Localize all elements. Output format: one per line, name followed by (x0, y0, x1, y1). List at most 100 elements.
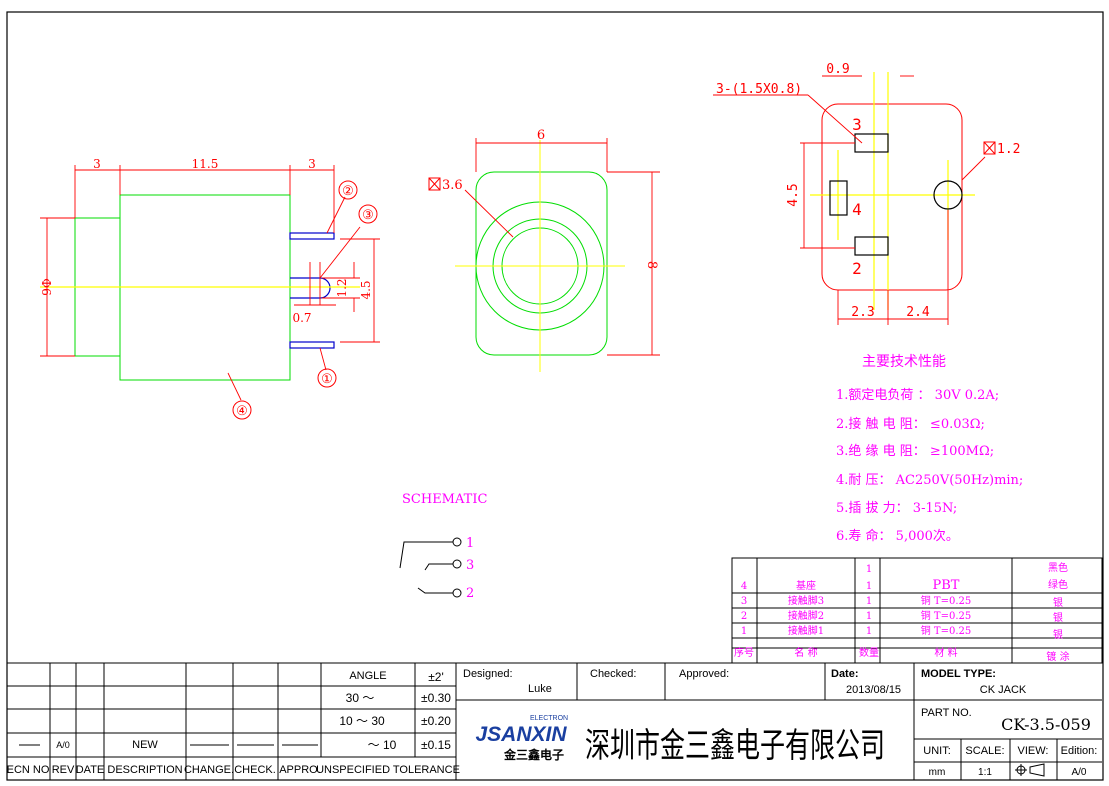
pin-3-pad (854, 133, 889, 153)
pin-label-2: 2 (852, 259, 862, 278)
angle-tolerance: ±2' (428, 670, 444, 684)
company-logo: ELECTRON JSANXIN 金三鑫电子 (475, 715, 568, 762)
bom-header-plating: 镀 涂 (1046, 650, 1069, 663)
dim-pin-23: 2.3 (851, 305, 874, 320)
pin-3-side (290, 277, 331, 299)
callout-circle-4 (232, 400, 252, 420)
callout-1: ① (321, 372, 333, 387)
tol-value: ±0.15 (421, 738, 451, 752)
spec-item: 3.绝 缘 电 阻： ≥100MΩ; (836, 443, 994, 459)
bom-plating: 银 (1053, 596, 1063, 609)
schematic-pin-2: 2 (466, 586, 474, 601)
callout-circle-2 (338, 180, 358, 200)
bom-header-qty: 数量 (859, 646, 879, 659)
dim-pin-top: 0.9 (826, 62, 849, 77)
specs: 主要技术性能 1.额定电负荷 ： 30V 0.2A; 2.接 触 电 阻： ≤0… (836, 354, 1023, 544)
front-view: 6 8 3.6 (428, 128, 660, 372)
rev-header: APPRO. (279, 764, 321, 776)
logo-cn: 金三鑫电子 (503, 747, 564, 762)
model-type: CK JACK (980, 684, 1027, 696)
callout-circle-1 (317, 368, 337, 388)
dim-side-12: 1.2 (335, 278, 349, 297)
tol-value: ±0.30 (421, 691, 451, 705)
projection-view-icon (1015, 763, 1045, 777)
bom-name: 基座 (796, 579, 816, 592)
unit-value: mm (929, 767, 946, 778)
rev-header: DATE (76, 764, 105, 776)
pin-2-pad (854, 236, 889, 256)
dim-side-left: 3 (93, 157, 101, 171)
bom-no: 1 (741, 626, 747, 637)
schematic-pin-3: 3 (466, 558, 474, 573)
unit-label: UNIT: (923, 745, 951, 757)
edition-value: A/0 (1071, 767, 1086, 778)
bom-header-material: 材 料 (934, 646, 957, 659)
edition-label: Edition: (1061, 745, 1098, 757)
part-no: CK-3.5-059 (1001, 715, 1091, 734)
rev-header: DESCRIPTION (107, 764, 182, 776)
bom-material: 铜 T=0.25 (921, 595, 972, 607)
date-value: 2013/08/15 (846, 684, 901, 696)
sheet-border (6, 11, 1104, 781)
angle-label: ANGLE (349, 670, 386, 682)
callout-3: ③ (362, 208, 374, 223)
bom-plating: 银 (1053, 611, 1063, 624)
side-view: 3 11.5 3 Φ6 0.7 1.2 4.5 ② ③ ① ④ (39, 157, 380, 420)
bom-name: 接触脚1 (788, 624, 824, 637)
tol-range: 10 ～ 30 (339, 714, 385, 728)
dim-side-dia: Φ6 (39, 278, 53, 295)
bom-name: 接触脚2 (788, 609, 824, 622)
scale-value: 1:1 (978, 767, 992, 778)
rev-header: REV (52, 764, 75, 776)
bom-no: 2 (741, 611, 747, 622)
pin-1-side (289, 341, 335, 349)
specs-title: 主要技术性能 (862, 354, 946, 370)
bom-header-no: 序号 (734, 646, 754, 659)
model-type-label: MODEL TYPE: (921, 668, 996, 680)
designed-label: Designed: (463, 668, 513, 680)
approved-label: Approved: (679, 668, 729, 680)
dim-front-hole: 3.6 (442, 178, 463, 193)
bom-name: 接触脚3 (788, 594, 824, 607)
bom-no: 3 (741, 596, 747, 607)
dim-side-07: 0.7 (292, 311, 311, 325)
pin-4-pad (829, 180, 848, 216)
company-name: 深圳市金三鑫电子有限公司 (585, 726, 885, 766)
mount-hole (933, 180, 963, 210)
dim-pin-45: 4.5 (786, 183, 801, 206)
part-no-label: PART NO. (921, 707, 972, 719)
callout-4: ④ (236, 404, 248, 419)
bom-plating: 绿色 (1048, 578, 1068, 591)
bom-plating: 黑色 (1048, 561, 1068, 574)
rev-header: ECN NO (7, 764, 50, 776)
logo-main: JSANXIN (475, 723, 567, 746)
callout-2: ② (342, 184, 354, 199)
dim-front-width: 6 (537, 128, 545, 143)
scale-label: SCALE: (965, 745, 1004, 757)
dim-front-height: 8 (644, 261, 659, 269)
bom-no: 4 (741, 581, 747, 592)
dim-side-right: 3 (308, 157, 316, 171)
rev-header: CHECK. (234, 764, 276, 776)
bom-material: PBT (933, 578, 960, 593)
checked-label: Checked: (590, 668, 636, 680)
dim-pin-24: 2.4 (906, 305, 930, 320)
schematic-title: SCHEMATIC (402, 492, 487, 507)
rev-header: CHANGE. (184, 764, 234, 776)
title-block: Designed: Luke Checked: Approved: Date: … (456, 663, 1102, 780)
date-label: Date: (831, 668, 859, 680)
view-label: VIEW: (1018, 745, 1049, 757)
designed-by: Luke (528, 683, 552, 695)
tolerance-title: UNSPECIFIED TOLERANCE (316, 764, 460, 776)
bom-material: 铜 T=0.25 (921, 610, 972, 622)
pin-view: 0.9 3-(1.5X0.8) 4.5 2.3 2.4 1.2 3 4 2 (713, 62, 1020, 325)
callout-circle-3 (358, 204, 378, 224)
spec-item: 2.接 触 电 阻： ≤0.03Ω; (836, 416, 985, 432)
spec-item: 1.额定电负荷 ： 30V 0.2A; (836, 388, 999, 403)
dim-pin-hole: 1.2 (997, 142, 1020, 157)
pins-note: 3-(1.5X0.8) (716, 82, 802, 97)
bom-header-name: 名 称 (794, 646, 817, 659)
dim-side-mid: 11.5 (192, 157, 219, 171)
